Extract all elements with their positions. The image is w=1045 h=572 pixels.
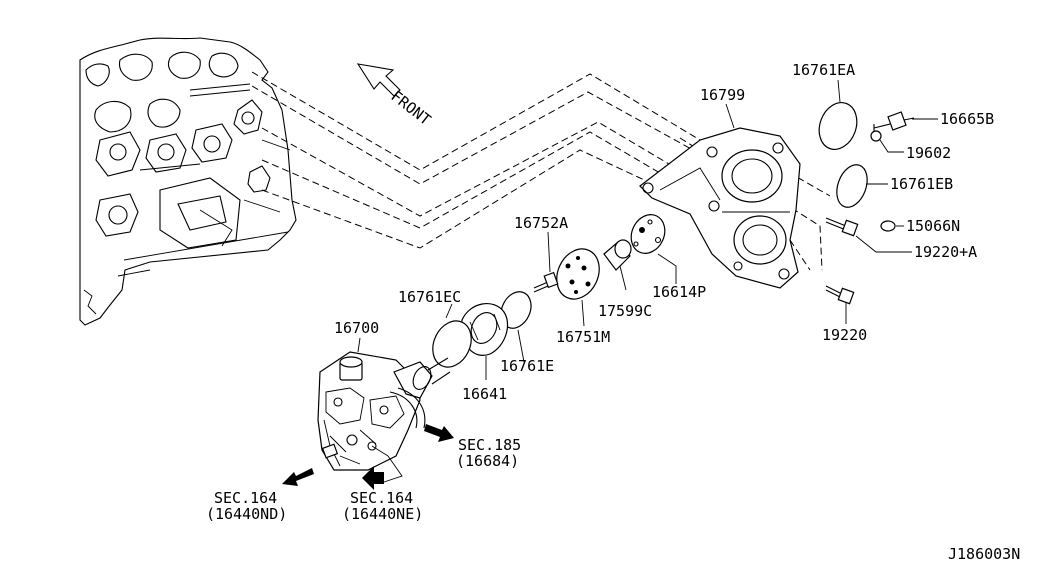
front-direction-indicator: FRONT xyxy=(356,63,435,129)
drive-plate-16751m-icon xyxy=(556,248,600,300)
adapter-plate xyxy=(639,127,801,289)
label-15066n: 15066N xyxy=(906,217,960,235)
middle-parts xyxy=(432,214,666,368)
label-16641: 16641 xyxy=(462,385,507,403)
sec185-arrow-icon xyxy=(424,424,454,442)
label-16799: 16799 xyxy=(700,86,745,104)
flange-16614p-icon xyxy=(630,214,666,254)
label-16761eb: 16761EB xyxy=(890,175,953,193)
bolt-19220-icon xyxy=(825,285,855,305)
section-labels: SEC.185 (16684) SEC.164 (16440ND) SEC.16… xyxy=(206,436,521,523)
bolt-19220a-icon xyxy=(825,217,859,237)
label-16761ea: 16761EA xyxy=(792,61,855,79)
gasket-16761ec-icon xyxy=(432,320,472,368)
label-16761e: 16761E xyxy=(500,357,554,375)
label-16751m: 16751M xyxy=(556,328,610,346)
gasket-16761eb-icon xyxy=(836,164,868,208)
front-arrow-icon xyxy=(356,63,401,97)
gasket-16761ea-icon xyxy=(818,102,858,150)
label-16761ec: 16761EC xyxy=(398,288,461,306)
sec164a-name: SEC.164 xyxy=(214,489,277,507)
label-19220: 19220 xyxy=(822,326,867,344)
label-16614p: 16614P xyxy=(652,283,706,301)
oring-15066n-icon xyxy=(880,220,896,232)
front-label: FRONT xyxy=(388,87,435,129)
injection-pump xyxy=(317,351,451,471)
bushing-17599c-icon xyxy=(603,239,632,271)
section-arrows xyxy=(282,424,454,490)
label-16665b: 16665B xyxy=(940,110,994,128)
sec185-code: (16684) xyxy=(456,452,519,470)
sec164a-code: (16440ND) xyxy=(206,505,287,523)
sec164b-code: (16440NE) xyxy=(342,505,423,523)
sec185-name: SEC.185 xyxy=(458,436,521,454)
sec164b-name: SEC.164 xyxy=(350,489,413,507)
screw-16752a-icon xyxy=(533,271,559,293)
label-16700: 16700 xyxy=(334,319,379,337)
sec164b-arrow-icon xyxy=(362,466,384,490)
label-17599c: 17599C xyxy=(598,302,652,320)
label-19220a: 19220+A xyxy=(914,243,977,261)
diagram-id: J186003N xyxy=(948,545,1020,563)
washer-19602-icon xyxy=(870,130,882,142)
bolt-16665b-icon xyxy=(873,111,915,132)
seal-plate-16641-icon xyxy=(461,303,509,356)
label-19602: 19602 xyxy=(906,144,951,162)
engine-block xyxy=(79,37,297,326)
part-labels: 16761EA 16799 16665B 19602 16761EB 15066… xyxy=(334,61,994,403)
sec164a-arrow-icon xyxy=(282,468,314,486)
label-16752a: 16752A xyxy=(514,214,568,232)
right-side-parts xyxy=(818,102,915,305)
leader-lines xyxy=(357,79,938,380)
